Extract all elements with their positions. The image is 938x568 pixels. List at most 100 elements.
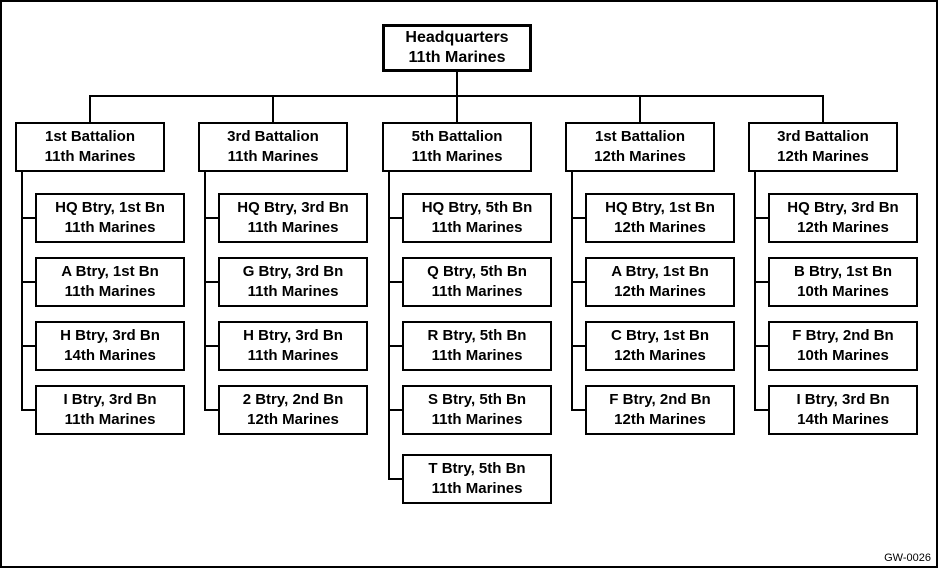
node-label-line1: G Btry, 3rd Bn xyxy=(242,263,344,280)
node-label-line2: 14th Marines xyxy=(797,411,889,428)
node-label-line2: 12th Marines xyxy=(797,219,889,236)
node-label-line2: 10th Marines xyxy=(797,283,889,300)
node-label-line2: 11th Marines xyxy=(408,49,506,66)
connector-line xyxy=(571,409,585,411)
connector-line xyxy=(272,95,274,122)
battery-node: A Btry, 1st Bn 11th Marines xyxy=(35,257,185,307)
node-label-line1: I Btry, 3rd Bn xyxy=(63,391,157,408)
node-label-line1: A Btry, 1st Bn xyxy=(61,263,159,280)
connector-line xyxy=(456,70,458,97)
battery-node: T Btry, 5th Bn 11th Marines xyxy=(402,454,552,504)
battery-node: F Btry, 2nd Bn 10th Marines xyxy=(768,321,918,371)
connector-line xyxy=(571,345,585,347)
connector-line xyxy=(204,281,218,283)
battery-node: HQ Btry, 3rd Bn 12th Marines xyxy=(768,193,918,243)
node-label-line2: 12th Marines xyxy=(777,148,869,165)
node-label-line1: F Btry, 2nd Bn xyxy=(792,327,894,344)
connector-line xyxy=(21,409,35,411)
battery-node: HQ Btry, 1st Bn 11th Marines xyxy=(35,193,185,243)
battalion-node: 1st Battalion 12th Marines xyxy=(565,122,715,172)
node-label-line1: F Btry, 2nd Bn xyxy=(609,391,711,408)
connector-line xyxy=(204,409,218,411)
node-label-line2: 12th Marines xyxy=(247,411,339,428)
connector-line xyxy=(21,345,35,347)
node-label-line1: Q Btry, 5th Bn xyxy=(427,263,527,280)
node-label-line2: 11th Marines xyxy=(247,219,339,236)
connector-line xyxy=(822,95,824,122)
battery-node: H Btry, 3rd Bn 11th Marines xyxy=(218,321,368,371)
node-label-line1: 3rd Battalion xyxy=(227,128,319,145)
connector-line xyxy=(388,170,390,480)
node-label-line2: 12th Marines xyxy=(594,148,686,165)
node-label-line2: 12th Marines xyxy=(614,219,706,236)
battery-node: HQ Btry, 1st Bn 12th Marines xyxy=(585,193,735,243)
node-label-line2: 11th Marines xyxy=(247,347,339,364)
node-label-line1: HQ Btry, 1st Bn xyxy=(55,199,165,216)
battery-node: S Btry, 5th Bn 11th Marines xyxy=(402,385,552,435)
figure-code: GW-0026 xyxy=(884,552,931,564)
node-label-line2: 11th Marines xyxy=(431,219,523,236)
node-label-line1: R Btry, 5th Bn xyxy=(427,327,527,344)
connector-line xyxy=(754,281,768,283)
node-label-line2: 12th Marines xyxy=(614,283,706,300)
node-label-line1: Headquarters xyxy=(405,29,509,46)
node-label-line1: C Btry, 1st Bn xyxy=(610,327,710,344)
node-label-line1: HQ Btry, 5th Bn xyxy=(421,199,533,216)
battery-node: F Btry, 2nd Bn 12th Marines xyxy=(585,385,735,435)
node-label-line2: 11th Marines xyxy=(431,480,523,497)
connector-line xyxy=(754,409,768,411)
connector-line xyxy=(21,281,35,283)
battery-node: B Btry, 1st Bn 10th Marines xyxy=(768,257,918,307)
node-label-line1: A Btry, 1st Bn xyxy=(611,263,709,280)
battery-node: G Btry, 3rd Bn 11th Marines xyxy=(218,257,368,307)
headquarters-node: Headquarters 11th Marines xyxy=(382,24,532,72)
node-label-line2: 12th Marines xyxy=(614,347,706,364)
connector-line xyxy=(639,95,641,122)
battery-node: HQ Btry, 5th Bn 11th Marines xyxy=(402,193,552,243)
battery-node: A Btry, 1st Bn 12th Marines xyxy=(585,257,735,307)
node-label-line2: 11th Marines xyxy=(227,148,319,165)
node-label-line2: 11th Marines xyxy=(64,283,156,300)
battery-node: 2 Btry, 2nd Bn 12th Marines xyxy=(218,385,368,435)
battalion-node: 3rd Battalion 12th Marines xyxy=(748,122,898,172)
node-label-line2: 11th Marines xyxy=(44,148,136,165)
connector-line xyxy=(204,170,206,411)
battalion-node: 1st Battalion 11th Marines xyxy=(15,122,165,172)
connector-line xyxy=(21,217,35,219)
node-label-line2: 11th Marines xyxy=(431,411,523,428)
connector-line xyxy=(754,170,756,411)
node-label-line2: 10th Marines xyxy=(797,347,889,364)
battery-node: I Btry, 3rd Bn 14th Marines xyxy=(768,385,918,435)
node-label-line2: 14th Marines xyxy=(64,347,156,364)
connector-line xyxy=(204,217,218,219)
node-label-line1: HQ Btry, 3rd Bn xyxy=(787,199,899,216)
connector-line xyxy=(571,217,585,219)
node-label-line1: 5th Battalion xyxy=(411,128,503,145)
connector-line xyxy=(754,217,768,219)
battery-node: C Btry, 1st Bn 12th Marines xyxy=(585,321,735,371)
node-label-line1: I Btry, 3rd Bn xyxy=(796,391,890,408)
node-label-line1: HQ Btry, 3rd Bn xyxy=(237,199,349,216)
battery-node: HQ Btry, 3rd Bn 11th Marines xyxy=(218,193,368,243)
connector-line xyxy=(21,170,23,411)
connector-line xyxy=(89,95,91,122)
node-label-line2: 12th Marines xyxy=(614,411,706,428)
connector-line xyxy=(388,345,402,347)
battery-node: H Btry, 3rd Bn 14th Marines xyxy=(35,321,185,371)
node-label-line1: S Btry, 5th Bn xyxy=(427,391,527,408)
node-label-line1: H Btry, 3rd Bn xyxy=(243,327,343,344)
connector-line xyxy=(204,345,218,347)
node-label-line2: 11th Marines xyxy=(64,219,156,236)
connector-line xyxy=(388,217,402,219)
node-label-line2: 11th Marines xyxy=(411,148,503,165)
connector-line xyxy=(456,95,458,122)
connector-line xyxy=(571,170,573,411)
battery-node: Q Btry, 5th Bn 11th Marines xyxy=(402,257,552,307)
connector-line xyxy=(388,409,402,411)
battalion-node: 5th Battalion 11th Marines xyxy=(382,122,532,172)
connector-line xyxy=(388,281,402,283)
node-label-line1: HQ Btry, 1st Bn xyxy=(605,199,715,216)
node-label-line2: 11th Marines xyxy=(64,411,156,428)
node-label-line1: 1st Battalion xyxy=(594,128,685,145)
